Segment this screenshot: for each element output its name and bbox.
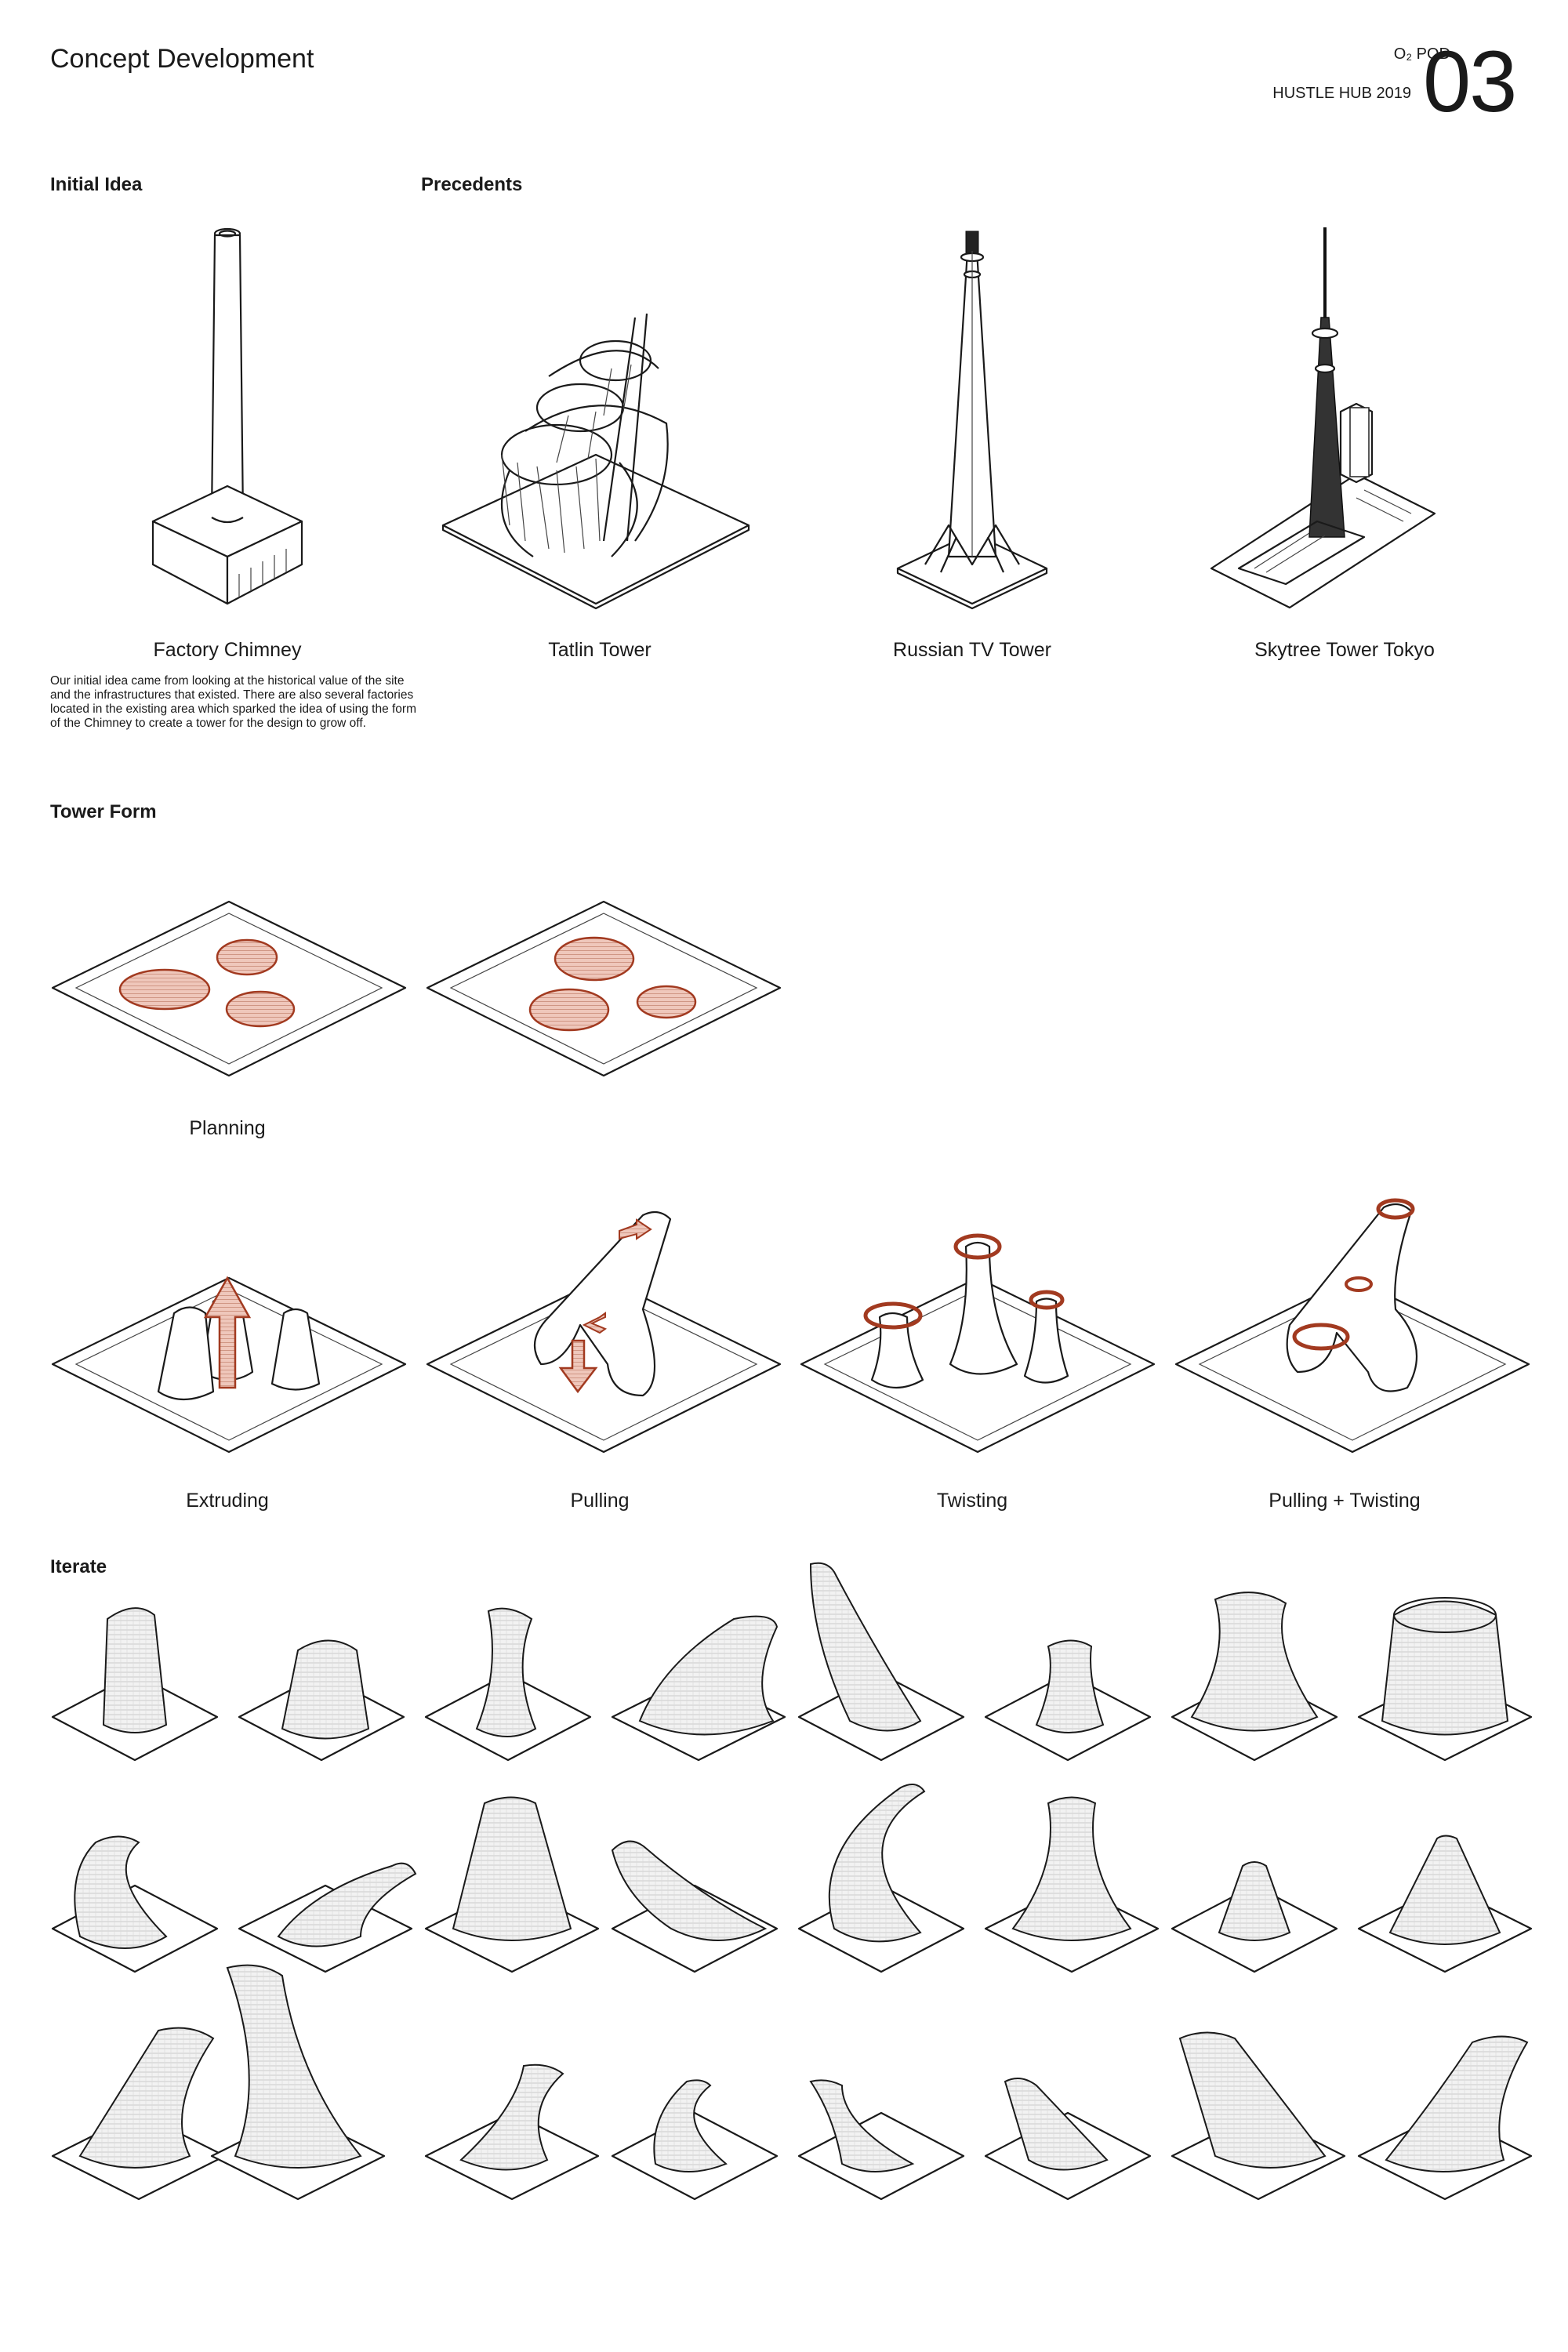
extruding-caption: Extruding: [186, 1490, 269, 1512]
page-number: 03: [1423, 34, 1517, 130]
iteration-3-5: [797, 2079, 965, 2201]
russian-tv-tower-drawing: [896, 230, 1048, 610]
iteration-3-4: [611, 2079, 779, 2201]
iteration-2-6: [984, 1796, 1160, 1973]
planning-caption: Planning: [189, 1117, 266, 1139]
project-subtitle: HUSTLE HUB 2019: [1272, 85, 1411, 102]
russian-tv-tower-caption: Russian TV Tower: [893, 639, 1051, 661]
twisting-caption: Twisting: [936, 1490, 1008, 1512]
skytree-tower-drawing: [1210, 227, 1436, 609]
initial-idea-description: Our initial idea came from looking at th…: [50, 674, 416, 730]
iteration-3-7: [1171, 2031, 1346, 2201]
iteration-1-5: [797, 1562, 965, 1762]
iteration-1-7: [1171, 1592, 1338, 1762]
pulling-caption: Pulling: [570, 1490, 630, 1512]
extruding-diagram: [51, 1276, 407, 1454]
iteration-1-8: [1357, 1597, 1533, 1762]
iteration-2-5: [797, 1784, 965, 1973]
project-name: O₂ POD: [1393, 45, 1450, 63]
twisting-diagram: [800, 1233, 1156, 1454]
iteration-3-6: [984, 2078, 1152, 2201]
iteration-2-4: [611, 1840, 779, 1973]
pulling-twisting-caption: Pulling + Twisting: [1269, 1490, 1421, 1512]
tower-form-heading: Tower Form: [50, 801, 157, 822]
iteration-3-1: [51, 2027, 227, 2201]
factory-chimney-drawing: [151, 227, 303, 605]
iteration-2-1: [51, 1835, 219, 1973]
planning-diagram-2: [426, 900, 782, 1077]
initial-idea-heading: Initial Idea: [50, 174, 143, 195]
pulling-twisting-diagram: [1174, 1198, 1530, 1454]
iteration-3-3: [424, 2063, 600, 2201]
precedents-heading: Precedents: [421, 174, 523, 195]
iteration-1-3: [424, 1607, 592, 1762]
iteration-2-7: [1171, 1861, 1338, 1973]
iteration-3-2: [210, 1964, 386, 2201]
iteration-2-2: [238, 1862, 417, 1973]
page-title: Concept Development: [50, 44, 314, 74]
tatlin-tower-drawing: [441, 313, 750, 610]
iteration-2-8: [1357, 1835, 1533, 1973]
tatlin-tower-caption: Tatlin Tower: [548, 639, 652, 661]
iteration-3-8: [1357, 2035, 1533, 2201]
iterate-heading: Iterate: [50, 1556, 107, 1577]
planning-diagram-1: [51, 900, 407, 1077]
skytree-tower-caption: Skytree Tower Tokyo: [1254, 639, 1435, 661]
iteration-1-4: [611, 1615, 786, 1762]
pulling-diagram: [426, 1210, 782, 1454]
iteration-1-1: [51, 1607, 219, 1762]
iteration-1-6: [984, 1639, 1152, 1762]
factory-chimney-caption: Factory Chimney: [153, 639, 302, 661]
iteration-2-3: [424, 1796, 600, 1973]
iteration-1-2: [238, 1639, 405, 1762]
